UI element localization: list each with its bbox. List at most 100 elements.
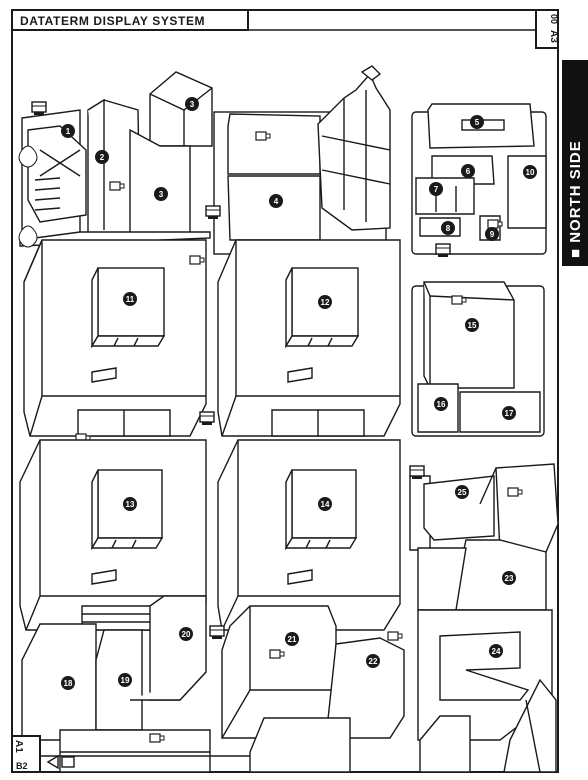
marker-label: 3: [159, 190, 164, 199]
marker-circle: [95, 150, 109, 164]
tree-cluster: [18, 145, 38, 248]
marker-label: 7: [434, 185, 439, 194]
marker-label: 6: [466, 167, 471, 176]
marker-circle: [429, 182, 443, 196]
marker-circle: [179, 627, 193, 641]
location-marker-2[interactable]: 2: [95, 150, 109, 164]
marker-label: 15: [468, 321, 477, 330]
dataterm-terminal-icon: [409, 465, 425, 480]
marker-circle: [269, 194, 283, 208]
block-12: [217, 239, 401, 437]
marker-label: 11: [126, 295, 135, 304]
block-11: [23, 239, 207, 437]
marker-circle: [185, 97, 199, 111]
block-top-middle: [213, 65, 391, 255]
location-marker-5[interactable]: 5: [470, 115, 484, 129]
block-13: [19, 439, 207, 631]
marker-circle: [441, 221, 455, 235]
marker-label: 5: [475, 118, 480, 127]
location-marker-19[interactable]: 19: [118, 673, 132, 687]
marker-label: 2: [100, 153, 105, 162]
location-marker-12[interactable]: 12: [318, 295, 332, 309]
marker-label: 24: [492, 647, 501, 656]
marker-circle: [502, 571, 516, 585]
block-15-17: [411, 281, 545, 437]
marker-label: 21: [288, 635, 297, 644]
location-marker-13[interactable]: 13: [123, 497, 137, 511]
marker-circle: [470, 115, 484, 129]
marker-label: 10: [526, 168, 535, 177]
sidebar-label: ■ NORTH SIDE: [567, 140, 584, 258]
location-marker-23[interactable]: 23: [502, 571, 516, 585]
location-marker-6[interactable]: 6: [461, 164, 475, 178]
header-title: DATATERM DISPLAY SYSTEM: [20, 14, 205, 28]
marker-label: 18: [64, 679, 73, 688]
block-bottom-middle: [221, 605, 405, 773]
location-marker-17[interactable]: 17: [502, 406, 516, 420]
marker-circle: [465, 318, 479, 332]
marker-circle: [366, 654, 380, 668]
dataterm-terminal-icon: [435, 243, 451, 258]
block-top-left: [19, 71, 213, 247]
marker-circle: [485, 227, 499, 241]
marker-label: 4: [274, 197, 279, 206]
location-marker-25[interactable]: 25: [455, 485, 469, 499]
marker-label: 16: [437, 400, 446, 409]
marker-label: 14: [321, 500, 330, 509]
grid-ref-top-sub: 00: [549, 14, 559, 24]
location-marker-11[interactable]: 11: [123, 292, 137, 306]
marker-label: 25: [458, 488, 467, 497]
dataterm-terminal-icon: [209, 625, 225, 640]
marker-label: 12: [321, 298, 330, 307]
location-marker-3[interactable]: 3: [154, 187, 168, 201]
location-marker-4[interactable]: 4: [269, 194, 283, 208]
block-14: [217, 439, 401, 631]
location-marker-7[interactable]: 7: [429, 182, 443, 196]
marker-label: 8: [446, 224, 451, 233]
grid-ref-top: A3: [548, 30, 559, 43]
marker-label: 19: [121, 676, 130, 685]
marker-circle: [118, 673, 132, 687]
marker-circle: [455, 485, 469, 499]
location-marker-9[interactable]: 9: [485, 227, 499, 241]
marker-circle: [523, 165, 537, 179]
location-marker-24[interactable]: 24: [489, 644, 503, 658]
marker-label: 13: [126, 500, 135, 509]
block-bottom-right: [409, 463, 559, 773]
grid-ref-left: A1: [13, 740, 24, 753]
location-marker-16[interactable]: 16: [434, 397, 448, 411]
marker-circle: [61, 124, 75, 138]
dataterm-terminal-icon: [199, 411, 215, 426]
marker-circle: [434, 397, 448, 411]
marker-label: 3: [190, 100, 195, 109]
marker-circle: [154, 187, 168, 201]
marker-circle: [502, 406, 516, 420]
grid-ref-bottom: B2: [16, 761, 28, 771]
dataterm-terminal-icon: [205, 205, 221, 220]
location-marker-1[interactable]: 1: [61, 124, 75, 138]
dataterm-terminal-icon: [31, 101, 47, 116]
location-marker-10[interactable]: 10: [523, 165, 537, 179]
marker-circle: [318, 295, 332, 309]
marker-circle: [123, 292, 137, 306]
marker-circle: [123, 497, 137, 511]
location-marker-3[interactable]: 3: [185, 97, 199, 111]
marker-circle: [461, 164, 475, 178]
location-marker-18[interactable]: 18: [61, 676, 75, 690]
location-marker-8[interactable]: 8: [441, 221, 455, 235]
marker-circle: [489, 644, 503, 658]
location-marker-21[interactable]: 21: [285, 632, 299, 646]
marker-label: 1: [66, 127, 71, 136]
location-marker-15[interactable]: 15: [465, 318, 479, 332]
location-marker-22[interactable]: 22: [366, 654, 380, 668]
marker-label: 22: [369, 657, 378, 666]
left-arrow-icon: [46, 754, 75, 770]
marker-label: 9: [490, 230, 495, 239]
marker-circle: [61, 676, 75, 690]
location-marker-14[interactable]: 14: [318, 497, 332, 511]
marker-circle: [285, 632, 299, 646]
marker-label: 20: [182, 630, 191, 639]
location-marker-20[interactable]: 20: [179, 627, 193, 641]
block-bottom-left: [21, 595, 211, 773]
